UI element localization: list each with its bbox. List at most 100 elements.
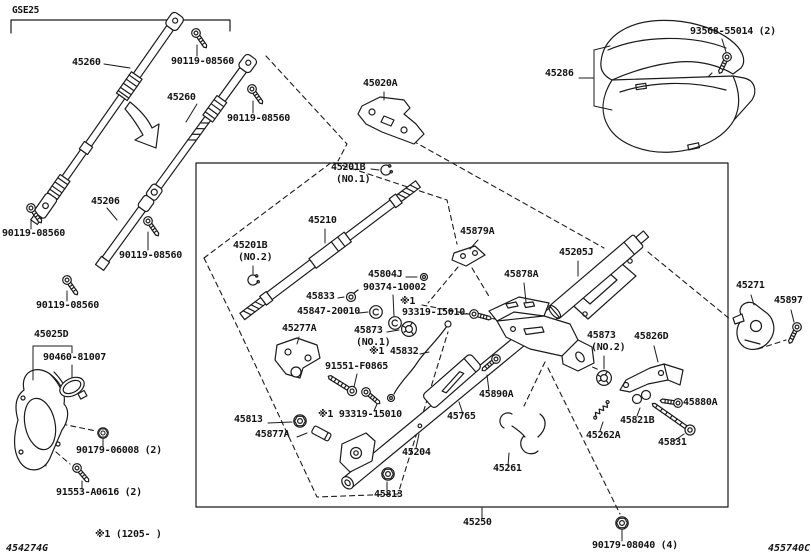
pin-45877a (311, 425, 332, 442)
part-label-45826d: 45826D (634, 331, 669, 342)
drawing-45205j-upper-tube (548, 230, 650, 320)
drawing-45879a-plate (451, 245, 486, 267)
part-label-45025d: 45025D (34, 329, 69, 340)
drawing-45765-cylinder (423, 354, 481, 408)
part-label-45804j: 45804J (368, 269, 403, 280)
part-label-90119-08560-1: 90119-08560 (171, 56, 234, 67)
drawing-45025d-boot (13, 369, 88, 471)
bolt-45897 (784, 320, 804, 346)
part-label-45873-no1: 45873 (354, 325, 383, 336)
part-label-45205j: 45205J (559, 247, 594, 258)
part-label-90460-81007: 90460-81007 (43, 352, 106, 363)
screw-45880a (658, 395, 684, 409)
part-label-90119-08560-3: 90119-08560 (2, 228, 65, 239)
nut-90179-08040 (615, 516, 629, 530)
drawing-45271-clamp (732, 301, 775, 350)
part-label-45765: 45765 (447, 411, 476, 422)
drawing-45821b (631, 389, 652, 405)
nut-45813-2 (381, 467, 395, 481)
part-label-45873-no2-sub: (NO.2) (591, 342, 626, 353)
drawing-45826d-arm (619, 363, 684, 393)
part-label-45204: 45204 (402, 447, 431, 458)
fasteners (24, 26, 804, 530)
part-label-45286: 45286 (545, 68, 574, 79)
bolt-45831 (651, 402, 696, 436)
part-label-93319-15010-2: ※1 93319-15010 (318, 409, 402, 420)
part-label-90119-08560-4: 90119-08560 (119, 250, 182, 261)
drawing-45277a-bracket (274, 337, 321, 379)
part-label-45832: ※1 45832 (369, 346, 419, 357)
footnote-mark-93319-1: ※1 (400, 296, 416, 307)
part-label-45873-no1-sub: (NO.1) (356, 337, 391, 348)
figure-code-right: 455740C (768, 543, 811, 554)
screw-45833 (345, 289, 359, 303)
part-label-45813-1: 45813 (234, 414, 263, 425)
figure-label-45250: 45250 (463, 517, 492, 528)
part-label-45847-20010: 45847-20010 (297, 306, 360, 317)
washer-45847 (369, 305, 383, 319)
part-label-45020a: 45020A (363, 78, 398, 89)
part-label-45260-2: 45260 (167, 92, 196, 103)
part-label-45897: 45897 (774, 295, 803, 306)
bolt-90119-1 (189, 26, 211, 51)
part-label-45890a: 45890A (479, 389, 514, 400)
part-label-45277a: 45277A (282, 323, 317, 334)
bolt-90119-2 (245, 82, 267, 107)
part-label-45260-1: 45260 (72, 57, 101, 68)
grommet-45804j (419, 272, 429, 282)
leader-lines (30, 38, 795, 542)
bolt-91553 (70, 461, 93, 486)
drawing-45832-wire (386, 320, 452, 403)
part-label-45201b-no2-sub: (NO.2) (238, 252, 273, 263)
part-label-45206: 45206 (91, 196, 120, 207)
direction-arrow (124, 101, 160, 149)
part-label-45831: 45831 (658, 437, 687, 448)
part-label-90119-08560-5: 90119-08560 (36, 300, 99, 311)
part-label-45201b-no1-sub: (NO.1) (336, 174, 371, 185)
part-label-45821b: 45821B (620, 415, 655, 426)
part-label-91551-f0865: 91551-F0865 (325, 361, 388, 372)
bolt-90119-5 (60, 273, 82, 298)
part-label-90179-08040: 90179-08040 (4) (592, 540, 678, 551)
nut-45813-1 (293, 414, 307, 428)
part-label-45261: 45261 (493, 463, 522, 474)
part-label-90119-08560-2: 90119-08560 (227, 113, 290, 124)
model-code-bracket (10, 19, 231, 34)
grommet-45873-1 (401, 321, 417, 337)
part-label-93568-55014: 93568-55014 (2) (690, 26, 776, 37)
drawing-45210-main-shaft (239, 180, 422, 321)
washer-90374 (388, 316, 402, 330)
part-label-45873-no2: 45873 (587, 330, 616, 341)
detail-box (195, 162, 729, 508)
drawing-45260-shaft-1 (30, 11, 184, 226)
drawing-45878a-bracket (488, 296, 595, 372)
part-label-45880a: 45880A (683, 397, 718, 408)
part-label-93319-15010-1: 93319-15010 (402, 307, 465, 318)
bolt-91551 (327, 375, 358, 397)
part-label-90374-10002: 90374-10002 (363, 282, 426, 293)
part-label-45271: 45271 (736, 280, 765, 291)
part-label-45813-2: 45813 (374, 489, 403, 500)
part-label-45833: 45833 (306, 291, 335, 302)
bolt-90119-4 (141, 214, 163, 239)
drawing-45262a-spring (593, 399, 610, 420)
drawing-45261-clip (499, 412, 546, 455)
part-label-45879a: 45879A (460, 226, 495, 237)
screw-93319-2 (359, 385, 384, 408)
model-code: GSE25 (12, 5, 40, 16)
part-label-45201b-no1: 45201B (331, 162, 366, 173)
part-label-45210: 45210 (308, 215, 337, 226)
part-label-91553-a0616: 91553-A0616 (2) (56, 487, 142, 498)
drawing-45260-shaft-2 (94, 53, 258, 271)
snapring-45201b-1 (379, 163, 394, 177)
grommet-45873-2 (595, 370, 613, 386)
part-label-45878a: 45878A (504, 269, 539, 280)
drawing-45020a-bracket (357, 96, 425, 145)
nut-90179-06008 (97, 427, 109, 439)
part-label-45201b-no2: 45201B (233, 240, 268, 251)
snapring-45201b-2 (246, 273, 261, 287)
part-label-90179-06008: 90179-06008 (2) (76, 445, 162, 456)
part-label-45877a: 45877A (255, 429, 290, 440)
